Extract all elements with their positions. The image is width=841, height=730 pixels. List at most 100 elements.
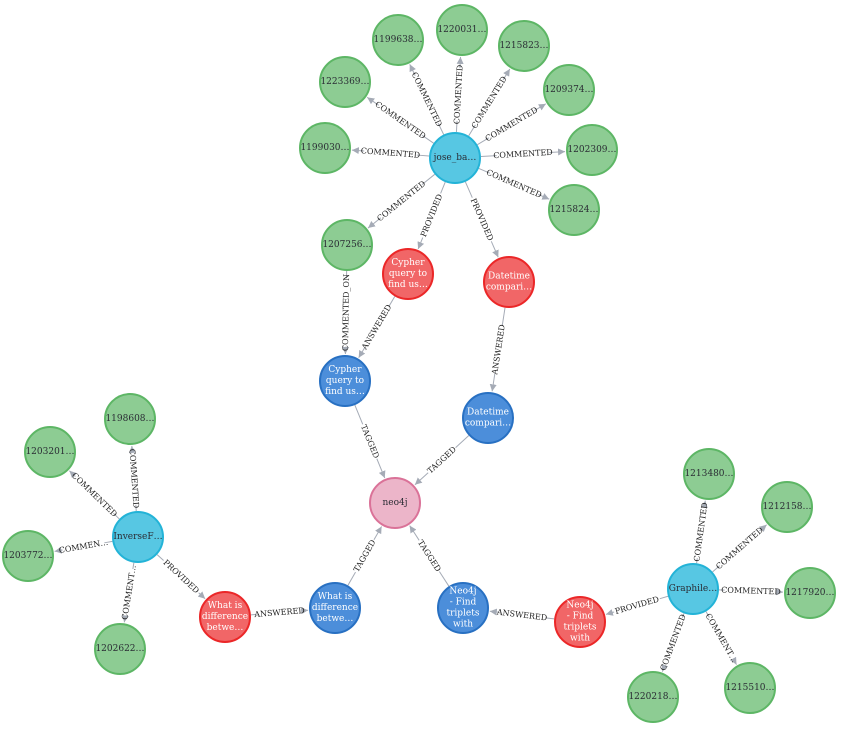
node-circle[interactable] <box>321 219 373 271</box>
edge-line <box>468 124 476 137</box>
comment-node-c1213480[interactable]: 1213480… <box>683 448 735 500</box>
edge-jose-c1223369[interactable]: COMMENTED <box>366 96 434 144</box>
edge-line <box>438 571 450 587</box>
edge-inverse-c1203772[interactable]: COMMEN… <box>54 538 113 555</box>
comment-node-c1203772[interactable]: 1203772… <box>2 530 54 582</box>
node-circle[interactable] <box>24 426 76 478</box>
tag-node-neo4j[interactable]: neo4j <box>369 477 421 529</box>
node-circle[interactable] <box>319 56 371 108</box>
node-circle[interactable] <box>724 662 776 714</box>
node-circle[interactable] <box>372 14 424 66</box>
user-node-inverse[interactable]: InverseF… <box>112 511 164 563</box>
question-node-q_what[interactable]: What isdifferencebetwe… <box>309 582 361 634</box>
comment-node-c1203201[interactable]: 1203201… <box>24 426 76 478</box>
edge-graphile-c1215510[interactable]: COMMENT… <box>704 611 739 665</box>
edge-inverse-a_what[interactable]: PROVIDED <box>156 554 206 600</box>
edge-jose-c1202309[interactable]: COMMENTED <box>480 148 566 160</box>
comment-node-c1198608[interactable]: 1198608… <box>104 393 156 445</box>
node-circle[interactable] <box>429 132 481 184</box>
comment-node-c1202622[interactable]: 1202622… <box>94 623 146 675</box>
user-node-graphile[interactable]: Graphile… <box>667 563 719 615</box>
comment-node-c1199638[interactable]: 1199638… <box>372 14 424 66</box>
node-circle[interactable] <box>199 591 251 643</box>
node-circle[interactable] <box>299 122 351 174</box>
comment-node-c1215824[interactable]: 1215824… <box>548 184 600 236</box>
node-circle[interactable] <box>483 256 535 308</box>
comment-node-c1220031[interactable]: 1220031… <box>436 4 488 56</box>
node-label: Cypher <box>391 258 425 268</box>
comment-node-c1199030[interactable]: 1199030… <box>299 122 351 174</box>
node-circle[interactable] <box>761 481 813 533</box>
node-circle[interactable] <box>436 4 488 56</box>
edge-graphile-c1217920[interactable]: COMMENTED <box>718 585 784 596</box>
comment-node-c1217920[interactable]: 1217920… <box>784 567 836 619</box>
comment-node-c1207256[interactable]: 1207256… <box>321 219 373 271</box>
node-circle[interactable] <box>112 511 164 563</box>
node-label: 1215510… <box>725 683 774 693</box>
edge-line <box>712 565 721 573</box>
edge-graphile-a_neo4j[interactable]: PROVIDED <box>605 595 669 616</box>
node-label: - Find <box>450 598 477 608</box>
edge-a_neo4j-q_neo4j[interactable]: ANSWERED <box>489 607 555 623</box>
edge-arrow <box>489 608 499 616</box>
edge-line <box>478 167 491 174</box>
edge-q_datetime-neo4j[interactable]: TAGGED <box>414 435 470 486</box>
edge-c1207256-q_cypher[interactable]: COMMENTED_ON <box>341 270 351 355</box>
edge-graphile-c1213480[interactable]: COMMENTED <box>692 500 709 564</box>
edge-jose-a_cypher[interactable]: PROVIDED <box>417 181 446 250</box>
node-circle[interactable] <box>309 582 361 634</box>
node-circle[interactable] <box>369 477 421 529</box>
edge-line <box>132 562 135 570</box>
edge-q_cypher-neo4j[interactable]: TAGGED <box>354 404 386 479</box>
node-circle[interactable] <box>382 248 434 300</box>
comment-node-c1215823[interactable]: 1215823… <box>498 20 550 72</box>
edge-arrow <box>700 500 708 509</box>
answer-node-a_datetime[interactable]: Datetimecompari… <box>483 256 535 308</box>
edge-q_neo4j-neo4j[interactable]: TAGGED <box>409 525 450 587</box>
edge-a_datetime-q_datetime[interactable]: ANSWERED <box>489 307 507 392</box>
edge-inverse-c1198608[interactable]: COMMENTED <box>128 445 141 512</box>
node-circle[interactable] <box>667 563 719 615</box>
node-circle[interactable] <box>2 530 54 582</box>
node-circle[interactable] <box>498 20 550 72</box>
comment-node-c1209374[interactable]: 1209374… <box>543 64 595 116</box>
node-circle[interactable] <box>627 671 679 723</box>
comment-node-c1202309[interactable]: 1202309… <box>566 124 618 176</box>
user-node-jose[interactable]: jose_ba… <box>429 132 481 184</box>
node-circle[interactable] <box>94 623 146 675</box>
answer-node-a_what[interactable]: What isdifferencebetwe… <box>199 591 251 643</box>
edge-inverse-c1202622[interactable]: COMMENT… <box>120 562 138 623</box>
edge-graphile-c1220218[interactable]: COMMENTED <box>659 613 688 672</box>
node-circle[interactable] <box>462 392 514 444</box>
node-circle[interactable] <box>784 567 836 619</box>
edge-a_what-q_what[interactable]: ANSWERED <box>250 606 309 619</box>
edge-arrow <box>502 68 511 81</box>
node-circle[interactable] <box>566 124 618 176</box>
node-circle[interactable] <box>319 355 371 407</box>
node-circle[interactable] <box>554 596 606 648</box>
node-circle[interactable] <box>543 64 595 116</box>
edge-jose-a_datetime[interactable]: PROVIDED <box>464 181 499 258</box>
comment-node-c1215510[interactable]: 1215510… <box>724 662 776 714</box>
edge-jose-c1215824[interactable]: COMMENTED <box>478 167 550 200</box>
node-circle[interactable] <box>437 582 489 634</box>
edge-q_what-neo4j[interactable]: TAGGED <box>347 526 383 586</box>
edge-jose-c1220031[interactable]: COMMENTED <box>452 56 465 133</box>
edge-a_cypher-q_cypher[interactable]: ANSWERED <box>358 296 396 358</box>
edge-inverse-c1203201[interactable]: COMMENTED <box>69 470 120 520</box>
comment-node-c1220218[interactable]: 1220218… <box>627 671 679 723</box>
comment-node-c1212158[interactable]: 1212158… <box>761 481 813 533</box>
comment-node-c1223369[interactable]: 1223369… <box>319 56 371 108</box>
edge-jose-c1199030[interactable]: COMMENTED <box>351 146 430 160</box>
node-circle[interactable] <box>683 448 735 500</box>
question-node-q_datetime[interactable]: Datetimecompari… <box>462 392 514 444</box>
node-circle[interactable] <box>104 393 156 445</box>
edge-arrow <box>376 458 386 479</box>
edge-graphile-c1212158[interactable]: COMMENTED <box>712 524 767 573</box>
node-circle[interactable] <box>548 184 600 236</box>
